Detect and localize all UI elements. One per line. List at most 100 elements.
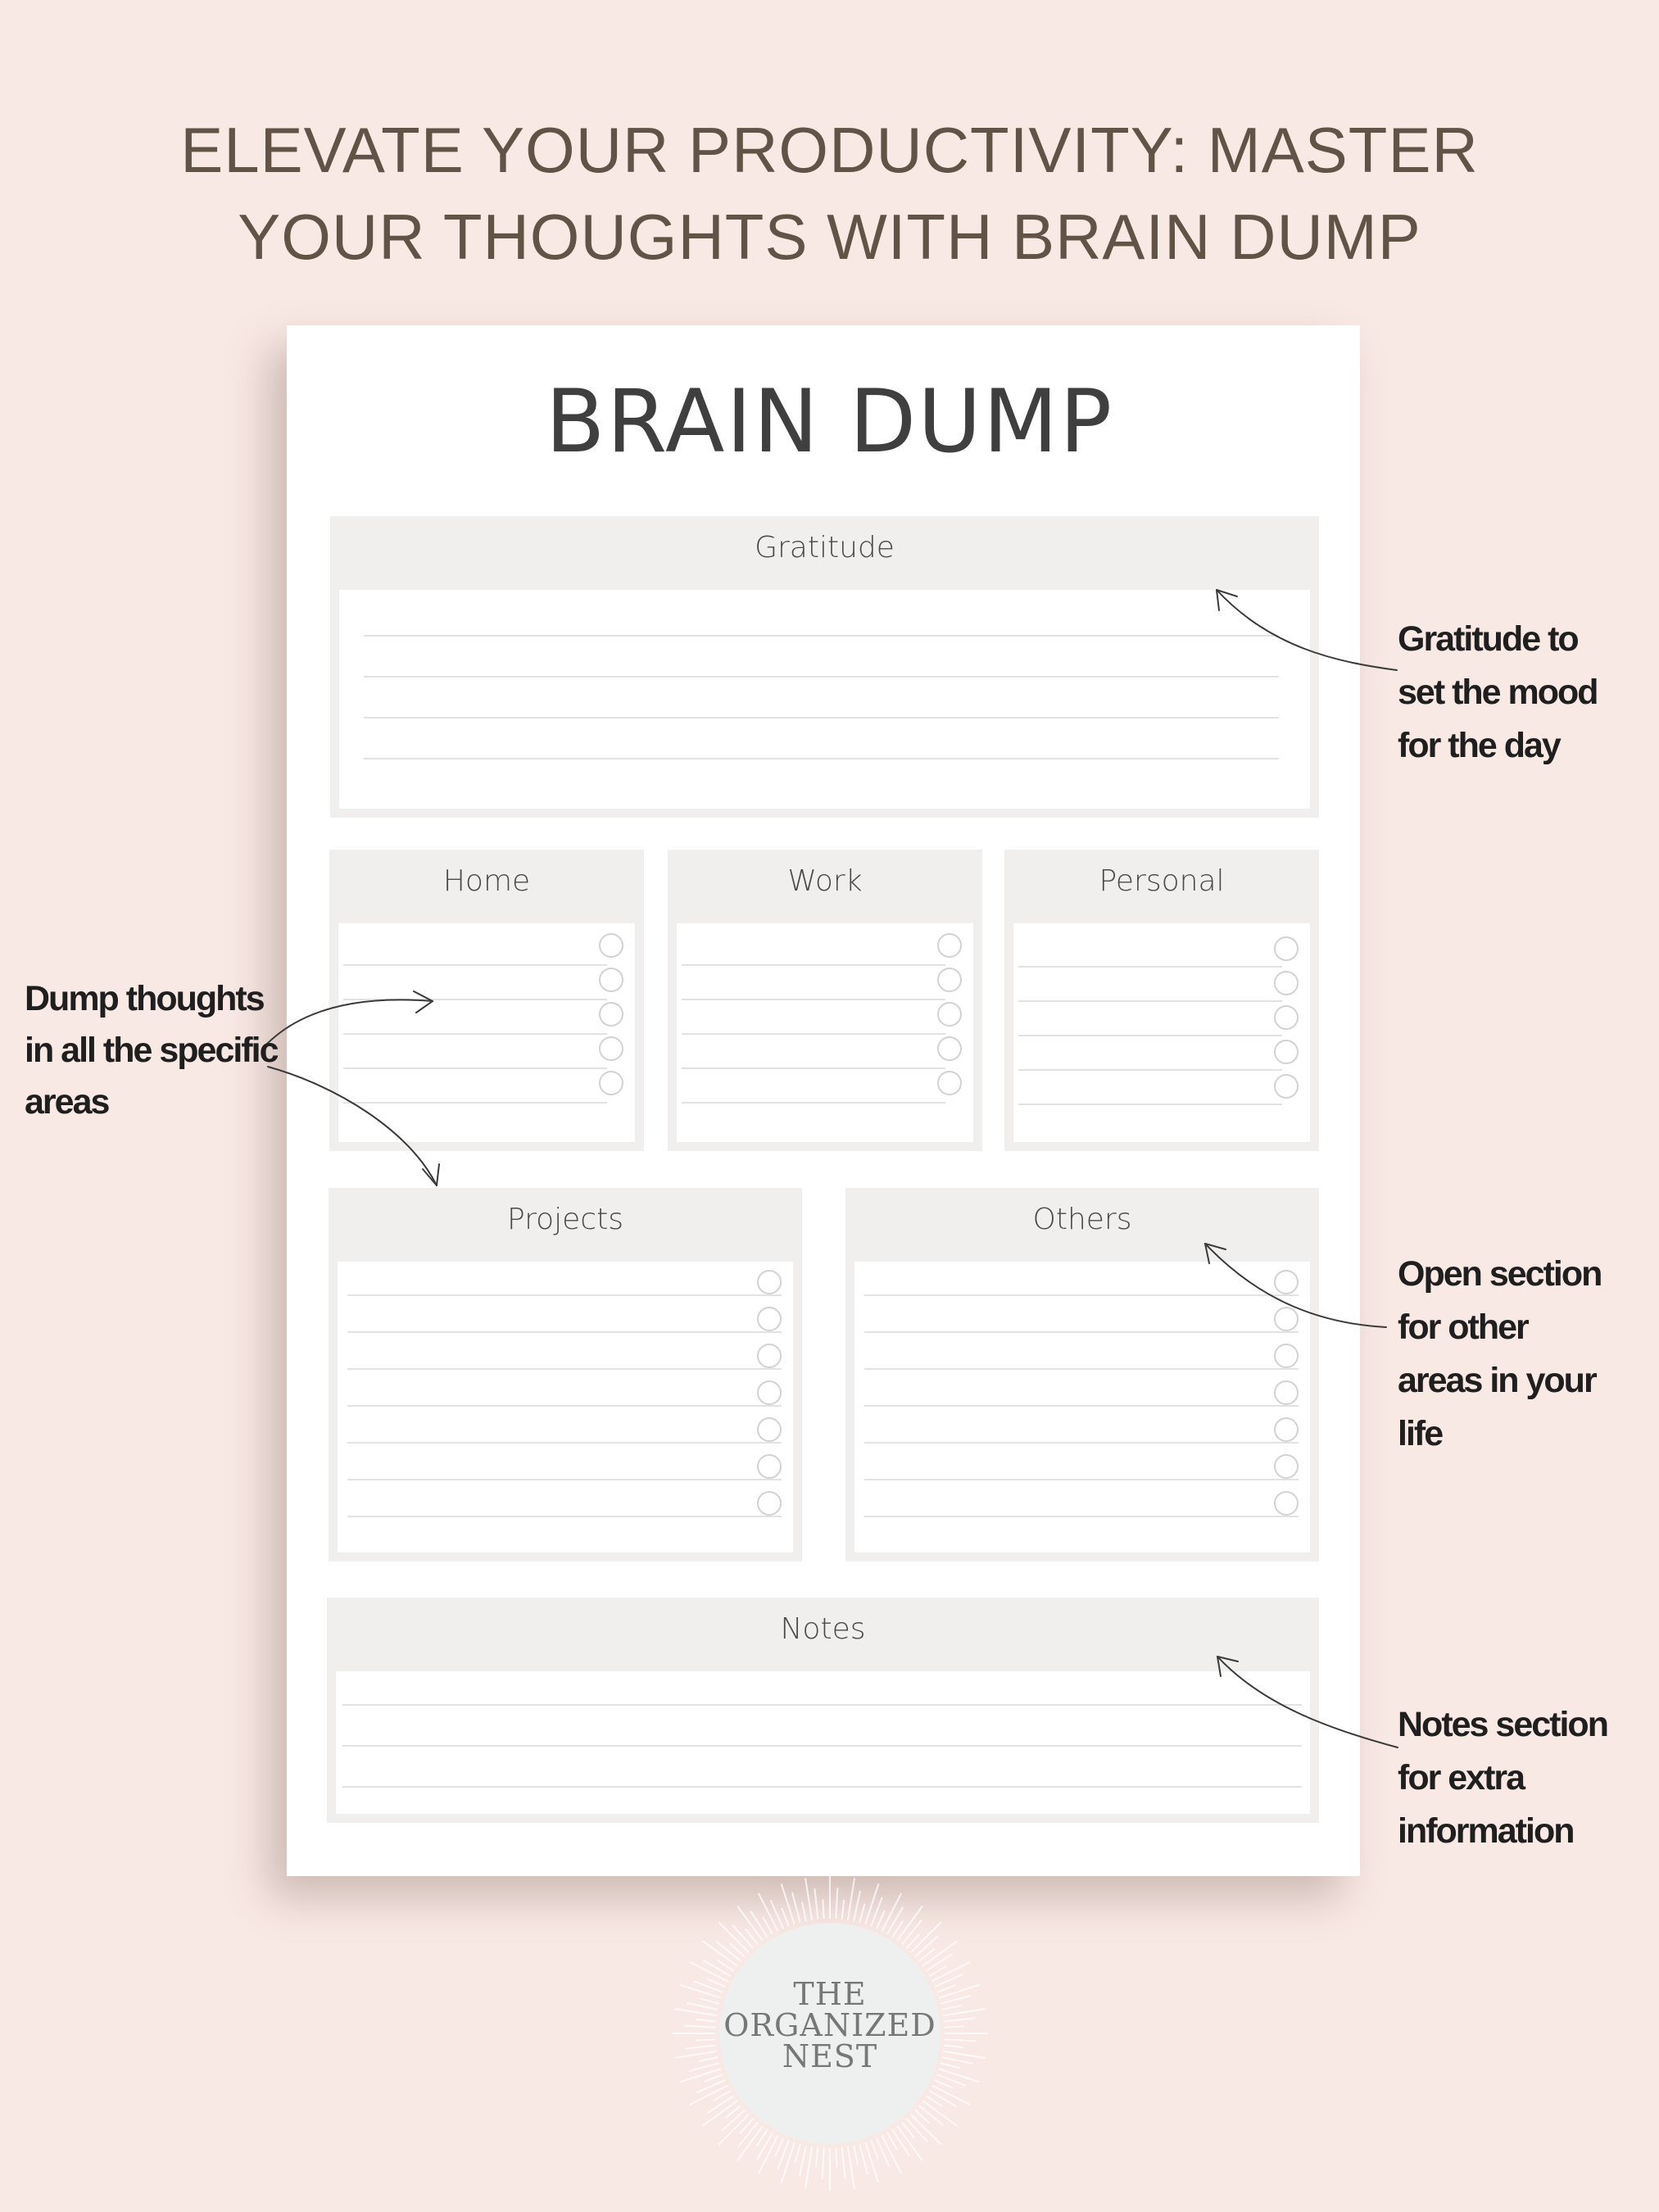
annotation-areas: Dump thoughts in all the specific areas	[25, 973, 279, 1128]
section-gratitude: Gratitude	[330, 516, 1319, 818]
checkbox[interactable]	[1274, 936, 1299, 961]
logo-ray	[859, 1903, 866, 1924]
logo-ray	[934, 2079, 954, 2089]
checkbox[interactable]	[1274, 971, 1299, 995]
logo-ray	[928, 1965, 947, 1977]
logo-ray	[944, 2038, 976, 2042]
logo-ray	[698, 2056, 718, 2063]
annotation-line: for other	[1398, 1308, 1530, 1347]
section-title-notes: Notes	[780, 1612, 866, 1646]
arrow-notes	[1217, 1656, 1398, 1748]
logo-ray	[943, 2050, 986, 2060]
list-line	[1018, 966, 1282, 968]
section-title-personal: Personal	[1099, 864, 1225, 898]
logo-ray	[934, 1973, 964, 1988]
logo-ray	[938, 2068, 980, 2083]
logo-ray	[853, 2145, 859, 2165]
logo-ray	[732, 1924, 755, 1949]
checkbox[interactable]	[937, 968, 962, 992]
checkbox[interactable]	[757, 1417, 782, 1442]
logo-ray	[704, 2074, 723, 2083]
annotation-line: Dump thoughts	[25, 979, 265, 1018]
logo-ray	[703, 1960, 732, 1977]
writing-area-notes[interactable]	[336, 1671, 1310, 1814]
logo-ray	[864, 1883, 880, 1925]
checkbox[interactable]	[1274, 1005, 1299, 1030]
checkbox[interactable]	[757, 1270, 782, 1294]
list-line	[347, 1405, 782, 1407]
list-line	[864, 1368, 1299, 1370]
logo-ray	[777, 2140, 790, 2170]
logo-ray	[799, 2145, 807, 2177]
logo-ray	[737, 2125, 764, 2161]
writing-area-gratitude[interactable]	[339, 590, 1310, 809]
logo-badge	[719, 1923, 941, 2144]
checkbox[interactable]	[757, 1491, 782, 1516]
checkbox[interactable]	[599, 1002, 623, 1027]
annotation-line: for the day	[1398, 726, 1562, 765]
list-area-others[interactable]	[854, 1262, 1310, 1552]
logo-ray	[891, 2128, 910, 2156]
annotation-notes: Notes section for extra information	[1398, 1698, 1609, 1858]
checkbox[interactable]	[937, 1002, 962, 1027]
checkbox[interactable]	[757, 1454, 782, 1479]
logo-ray	[931, 1960, 971, 1983]
logo-ray	[674, 2050, 717, 2060]
section-title-gratitude: Gratitude	[755, 531, 895, 564]
checkbox[interactable]	[1274, 1380, 1299, 1405]
logo-ray	[696, 2038, 716, 2042]
logo-ray	[841, 2147, 846, 2179]
logo-ray	[724, 2105, 741, 2119]
annotation-line: in all the specific	[25, 1031, 279, 1070]
list-line	[343, 964, 607, 966]
headline-line-1: ELEVATE YOUR PRODUCTIVITY: MASTER	[180, 114, 1479, 186]
checkbox[interactable]	[1274, 1040, 1299, 1064]
logo-ray	[936, 2074, 967, 2087]
logo-ray	[702, 2100, 738, 2127]
checkbox[interactable]	[1274, 1491, 1299, 1516]
logo-ray	[925, 2095, 944, 2108]
list-area-projects[interactable]	[338, 1262, 793, 1552]
checkbox[interactable]	[1274, 1307, 1299, 1331]
logo-ray	[794, 2143, 801, 2164]
checkbox[interactable]	[757, 1380, 782, 1405]
logo-ray	[716, 1959, 735, 1972]
annotation-line: for extra	[1398, 1758, 1525, 1797]
logo-ray	[905, 2118, 928, 2142]
checkbox[interactable]	[599, 1071, 623, 1095]
checkbox[interactable]	[599, 1036, 623, 1061]
list-area-work[interactable]	[677, 923, 973, 1142]
logo-wordmark: THE ORGANIZED NEST	[719, 1979, 941, 2072]
checkbox[interactable]	[1274, 1454, 1299, 1479]
logo-ray	[896, 1906, 923, 1942]
checkbox[interactable]	[1274, 1074, 1299, 1099]
logo-ray	[689, 1960, 728, 1983]
checkbox[interactable]	[1274, 1417, 1299, 1442]
checkbox[interactable]	[599, 968, 623, 992]
logo-ray	[745, 1928, 759, 1945]
checkbox[interactable]	[1274, 1270, 1299, 1294]
checkbox[interactable]	[599, 933, 623, 958]
arrow-projects	[267, 1066, 437, 1186]
logo-ray	[870, 1897, 883, 1927]
list-area-personal[interactable]	[1013, 923, 1310, 1142]
logo-line: NEST	[782, 2038, 878, 2074]
list-area-home[interactable]	[338, 923, 635, 1142]
logo-ray	[814, 1888, 819, 1920]
section-title-projects: Projects	[507, 1203, 623, 1236]
checkbox[interactable]	[937, 1071, 962, 1095]
annotation-line: areas	[25, 1082, 110, 1122]
checkbox[interactable]	[1274, 1344, 1299, 1368]
logo-ray	[780, 2142, 796, 2183]
checkbox[interactable]	[757, 1307, 782, 1331]
list-line	[343, 999, 607, 1000]
checkbox[interactable]	[937, 1036, 962, 1061]
logo-ray	[689, 2084, 728, 2106]
section-title-others: Others	[1032, 1203, 1132, 1236]
list-line	[347, 1368, 782, 1370]
logo-ray	[910, 2114, 942, 2146]
checkbox[interactable]	[757, 1344, 782, 1368]
headline-line-2: YOUR THOUGHTS WITH BRAIN DUMP	[238, 201, 1421, 273]
checkbox[interactable]	[937, 933, 962, 958]
